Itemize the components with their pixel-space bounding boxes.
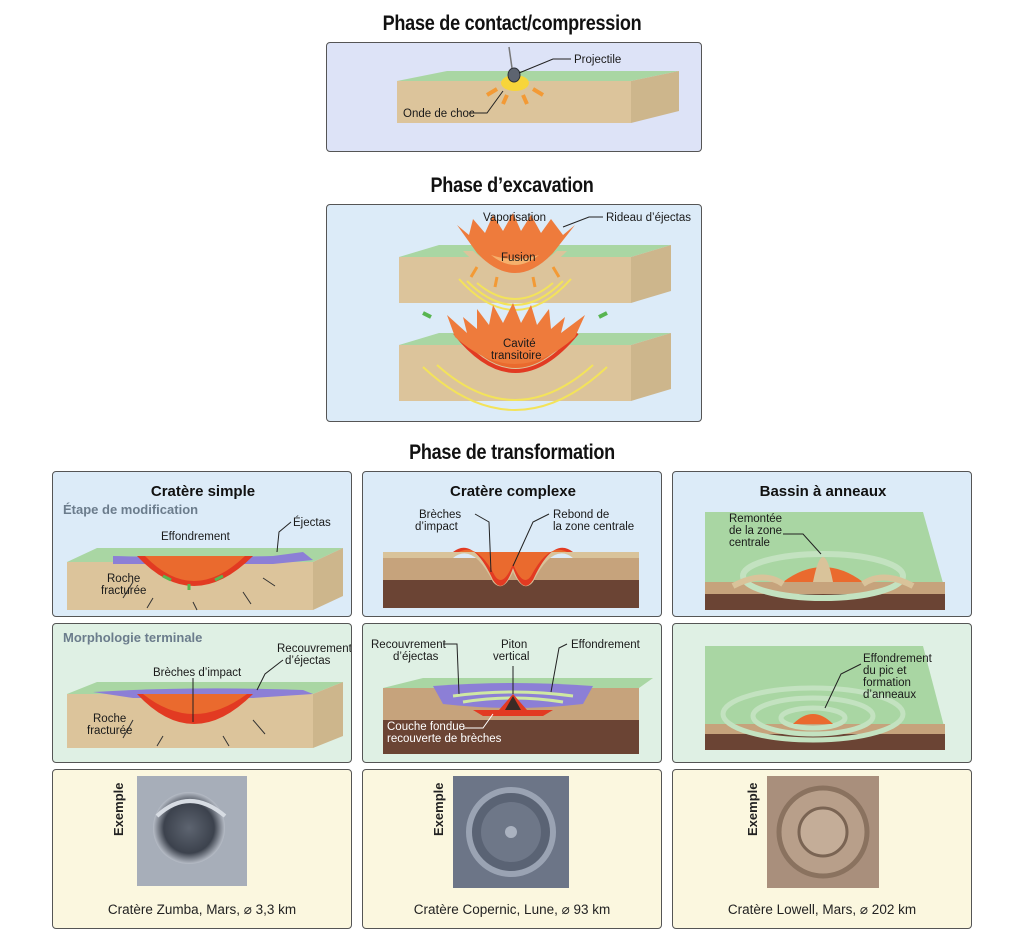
ring-term-label-1: Effondrement [863,653,933,665]
excavation-diagram: Vaporisation Rideau d’éjectas Fusion Cav… [399,212,691,411]
copernic-caption: Cratère Copernic, Lune, ⌀ 93 km [413,902,611,917]
rebound-label-1: Rebond de [553,509,609,521]
rebound-label-2: la zone centrale [553,521,634,533]
ring-term-label-3: formation [863,677,911,689]
projectile-icon [507,67,521,83]
simple-modification-panel: Cratère simple Étape de modification Eff… [52,471,352,617]
peak-label-1: Piton [501,639,527,651]
simple-header: Cratère simple [151,483,255,500]
rise-label-2: de la zone [729,525,782,537]
contact-diagram: Projectile Onde de choc [397,46,679,123]
ring-modification-panel: Bassin à anneaux Remontée de la zone cen… [672,471,972,617]
fusion-label: Fusion [501,252,536,264]
contact-panel: Projectile Onde de choc [326,42,702,152]
simple-stage-modification: Étape de modification [63,502,198,517]
phase-transformation-title: Phase de transformation [409,441,615,464]
melt-label-2: recouverte de brèches [387,733,502,745]
lowell-crater-photo [767,776,879,888]
ring-terminal-diagram: Effondrement du pic et formation d’annea… [705,646,945,750]
cavity-label-2: transitoire [491,350,542,362]
vaporisation-label: Vaporisation [483,212,546,224]
ring-example-panel: Exemple Cratère Lowell, Mars, ⌀ 202 km [672,769,972,929]
ring-header: Bassin à anneaux [760,483,887,500]
complex-cover-label-2: d’éjectas [393,651,439,663]
complex-example-label: Exemple [431,782,446,836]
rise-label-3: centrale [729,537,770,549]
complex-breccia-label-1: Brèches [419,509,461,521]
projectile-label: Projectile [574,54,621,66]
complex-terminal-diagram: Recouvrement d’éjectas Piton vertical Ef… [371,639,653,754]
complex-terminal-panel: Recouvrement d’éjectas Piton vertical Ef… [362,623,662,763]
breccia-label: Brèches d’impact [153,667,242,679]
phase-excavation-title: Phase d’excavation [430,174,594,197]
simple-terminal-diagram: Morphologie terminale Brèches d’impact R… [63,630,352,748]
complex-modification-panel: Cratère complexe Brèches d’impact Rebond… [362,471,662,617]
simple-example-panel: Exemple Cratère Zumba, Mars, ⌀ 3,3 km [52,769,352,929]
complex-breccia-label-2: d’impact [415,521,459,533]
melt-label-1: Couche fondue [387,721,465,733]
simple-stage-terminal: Morphologie terminale [63,630,202,645]
shock-wave-label: Onde de choc [403,108,475,120]
copernic-crater-photo [453,776,569,888]
complex-modification-diagram: Cratère complexe Brèches d’impact Rebond… [383,483,639,608]
zumba-caption: Cratère Zumba, Mars, ⌀ 3,3 km [107,902,297,917]
shock-glow [501,75,529,91]
lowell-caption: Cratère Lowell, Mars, ⌀ 202 km [727,902,917,917]
ejecta-curtain-bottom [447,303,585,364]
complex-cover-label-1: Recouvrement [371,639,447,651]
fractured-rock-label-1: Roche [107,573,140,585]
shock-arrows [485,87,545,105]
cover-label-1: Recouvrement [277,643,352,655]
ejecta-curtain-top [457,213,575,273]
simple-example-label: Exemple [111,782,126,836]
simple-terminal-panel: Morphologie terminale Brèches d’impact R… [52,623,352,763]
excavation-panel: Vaporisation Rideau d’éjectas Fusion Cav… [326,204,702,422]
fractured-rock-label-4: fracturée [87,725,132,737]
fractured-rock-label-2: fracturée [101,585,146,597]
peak-label-2: vertical [493,651,529,663]
complex-header: Cratère complexe [450,483,576,500]
cover-label-2: d’éjectas [285,655,331,667]
ring-term-label-2: du pic et [863,665,907,677]
rise-label-1: Remontée [729,513,782,525]
phase-contact-title: Phase de contact/compression [382,12,642,35]
complex-collapse-label: Effondrement [571,639,641,651]
complex-example-panel: Exemple Cratère Copernic, Lune, ⌀ 93 km [362,769,662,929]
ring-modification-diagram: Bassin à anneaux Remontée de la zone cen… [705,483,945,610]
fractured-rock-label-3: Roche [93,713,126,725]
ring-term-label-4: d’anneaux [863,689,916,701]
ejecta-curtain-label: Rideau d’éjectas [606,212,691,224]
zumba-crater-photo [137,776,247,886]
ejecta-label: Éjectas [293,516,331,529]
ring-example-label: Exemple [745,782,760,836]
ring-terminal-panel: Effondrement du pic et formation d’annea… [672,623,972,763]
collapse-label: Effondrement [161,531,231,543]
simple-modification-diagram: Cratère simple Étape de modification Eff… [63,483,343,611]
cavity-label-1: Cavité [503,338,536,350]
